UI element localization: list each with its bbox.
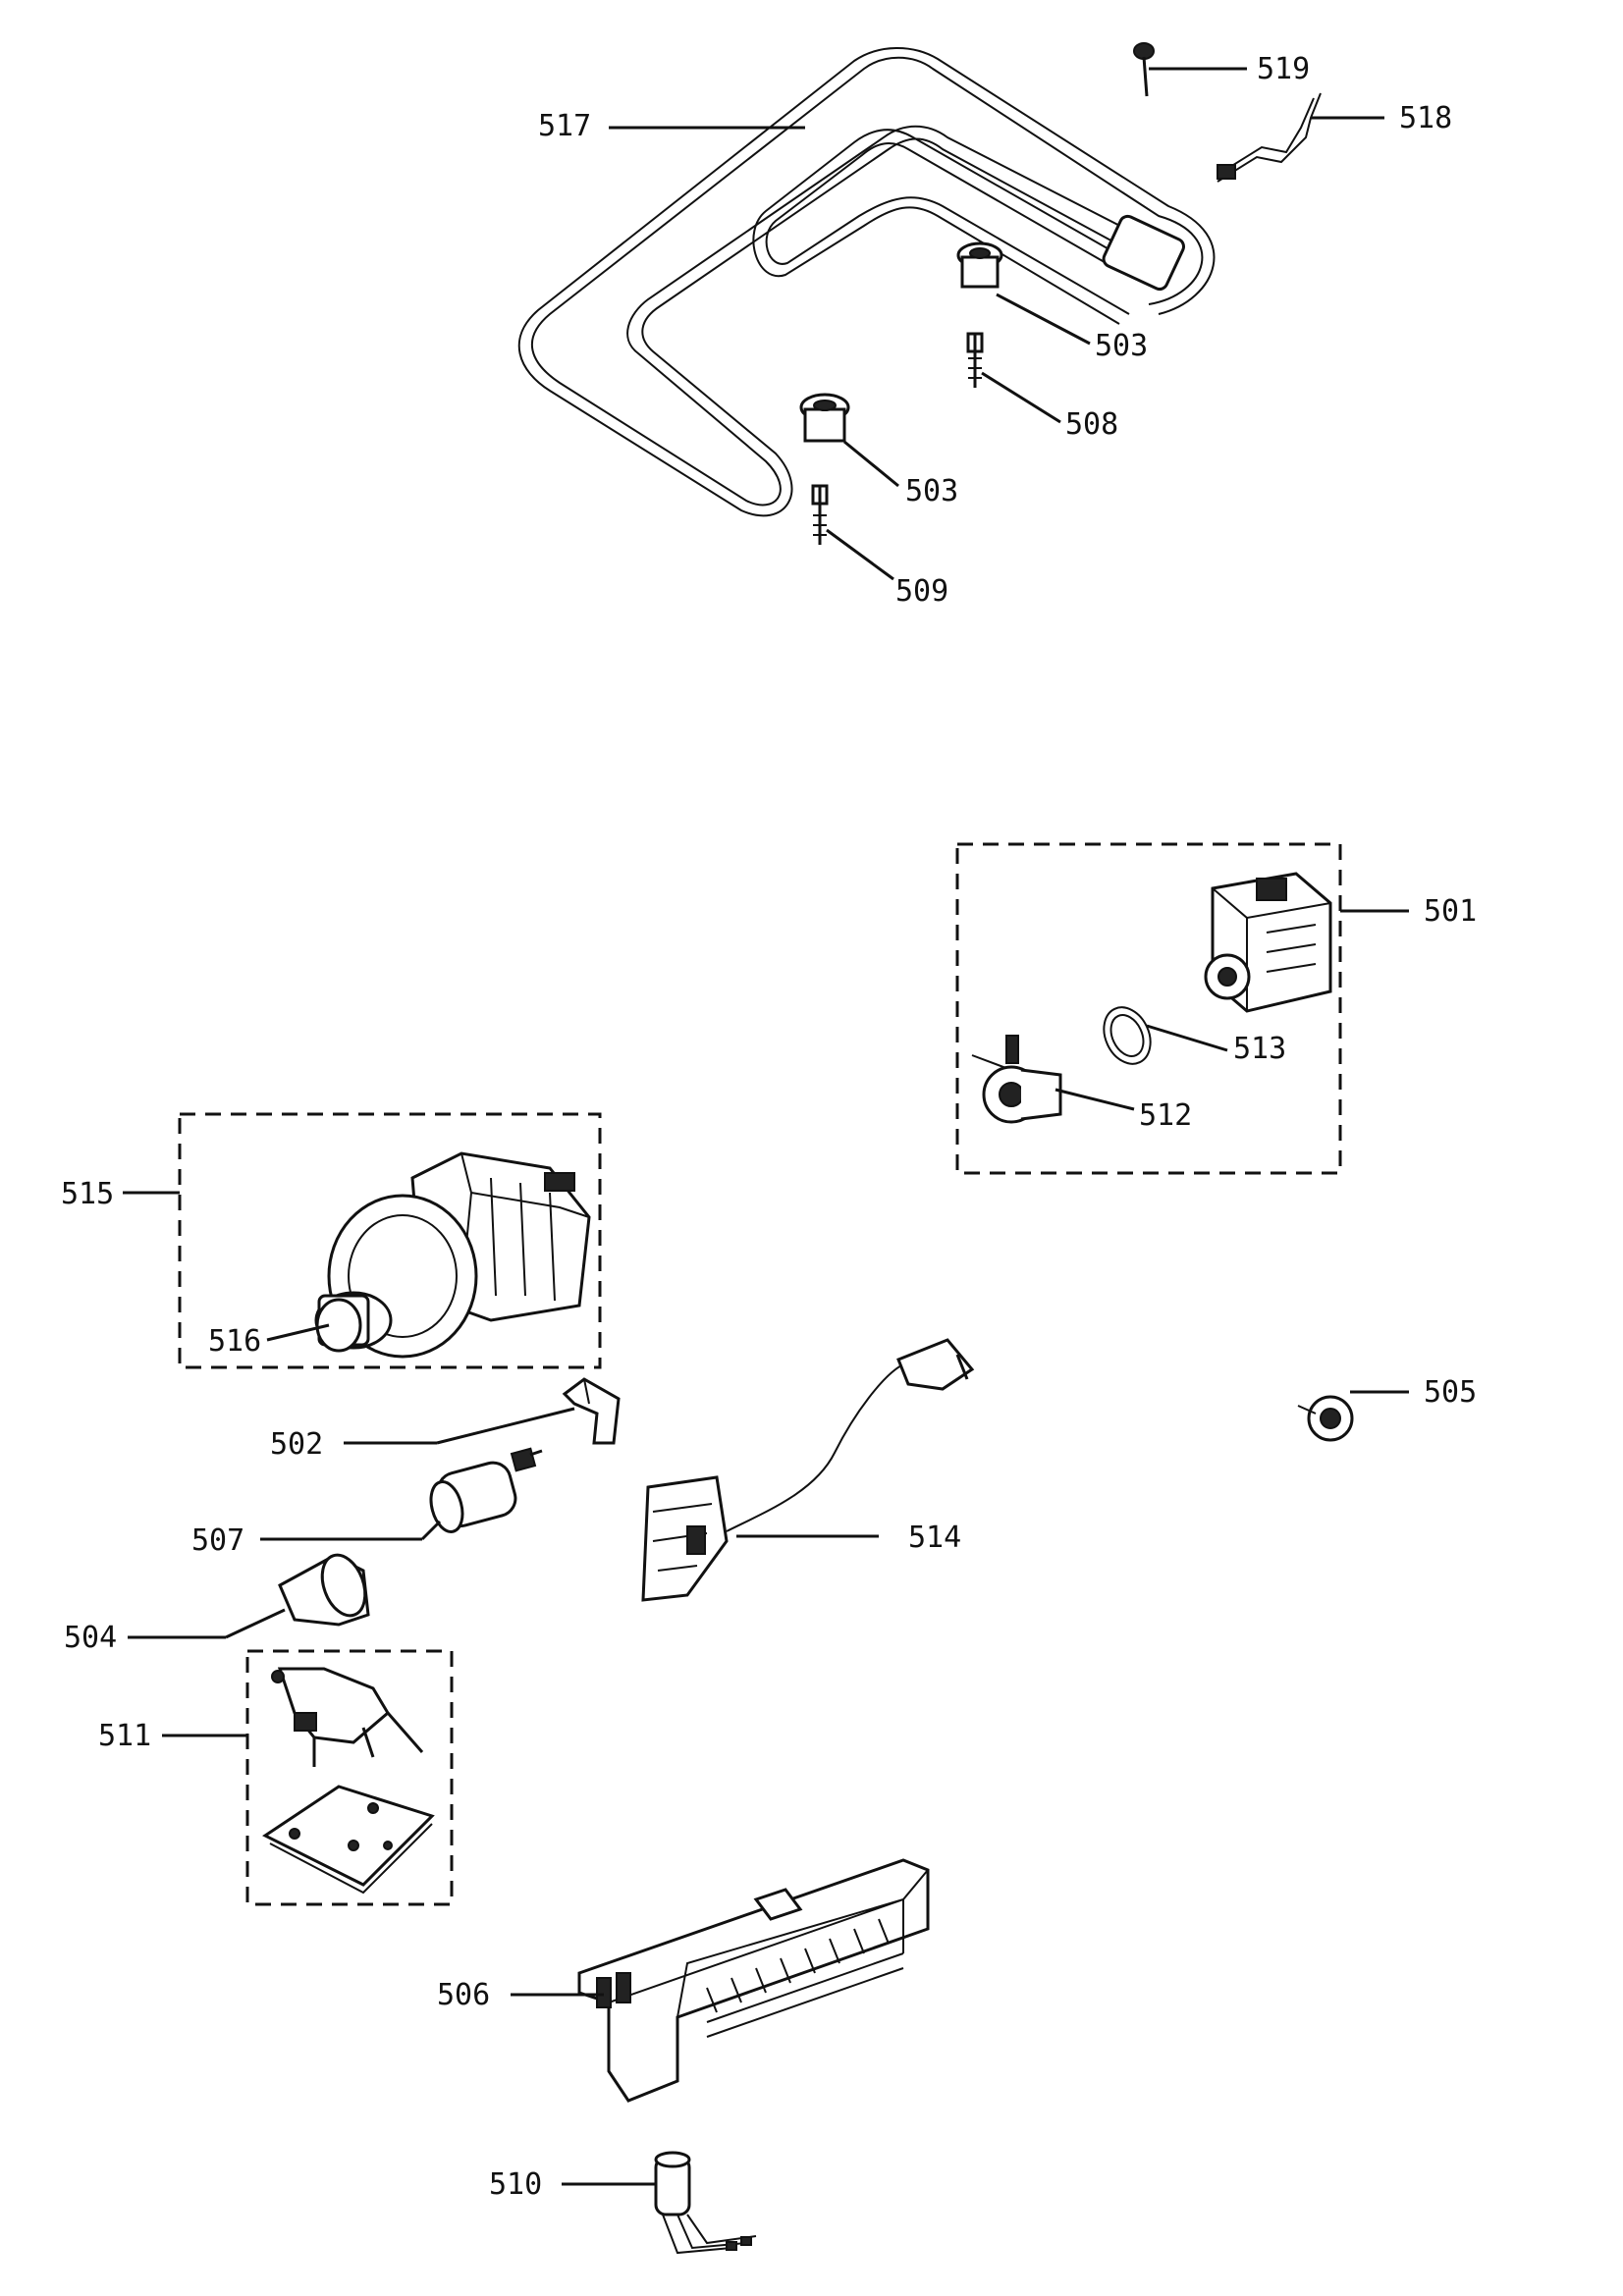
thermostat-505 bbox=[1297, 1395, 1354, 1442]
screw-519 bbox=[1133, 42, 1155, 97]
callout-516: 516 bbox=[208, 1324, 261, 1359]
leader-503-upper bbox=[996, 293, 1091, 346]
callout-514: 514 bbox=[908, 1521, 961, 1555]
motor-507 bbox=[429, 1447, 543, 1533]
callout-503-lower: 503 bbox=[905, 474, 958, 508]
stud-509 bbox=[811, 484, 829, 545]
capacitor-510 bbox=[654, 2151, 757, 2255]
callout-504: 504 bbox=[64, 1621, 117, 1655]
leader-503-lower bbox=[843, 440, 899, 488]
callout-501: 501 bbox=[1424, 894, 1477, 929]
plate-511 bbox=[262, 1785, 435, 1895]
o-ring-513 bbox=[1103, 1006, 1152, 1065]
leader-509 bbox=[826, 528, 894, 581]
leader-512 bbox=[1055, 1088, 1135, 1111]
leader-513 bbox=[1146, 1024, 1228, 1052]
callout-512: 512 bbox=[1139, 1098, 1192, 1133]
callout-517: 517 bbox=[538, 109, 591, 143]
pressure-switch-501 bbox=[1204, 872, 1332, 1013]
circulation-pump-516 bbox=[314, 1151, 591, 1359]
door-switch-511 bbox=[271, 1667, 424, 1767]
callout-519: 519 bbox=[1257, 52, 1310, 86]
bracket-518 bbox=[1217, 92, 1322, 183]
sensor-512 bbox=[971, 1035, 1062, 1124]
callout-509: 509 bbox=[895, 574, 948, 609]
leader-502-b bbox=[436, 1407, 575, 1445]
stud-508 bbox=[966, 332, 984, 388]
callout-518: 518 bbox=[1399, 101, 1452, 135]
callout-508: 508 bbox=[1065, 407, 1118, 442]
callout-506: 506 bbox=[437, 1978, 490, 2012]
grommet-503-upper bbox=[956, 241, 1003, 289]
callout-502: 502 bbox=[270, 1427, 323, 1462]
leader-504-b bbox=[225, 1608, 286, 1639]
callout-507: 507 bbox=[191, 1523, 244, 1558]
callout-513: 513 bbox=[1233, 1032, 1286, 1066]
callout-503-upper: 503 bbox=[1095, 329, 1148, 363]
grommet-503-lower bbox=[799, 393, 850, 443]
callout-515: 515 bbox=[61, 1177, 114, 1211]
group-box-501 bbox=[955, 842, 1342, 1175]
callout-511: 511 bbox=[98, 1719, 151, 1753]
callout-505: 505 bbox=[1424, 1375, 1477, 1410]
leader-516 bbox=[266, 1323, 330, 1342]
group-box-515 bbox=[178, 1112, 602, 1369]
leader-508 bbox=[981, 371, 1061, 424]
control-module-506 bbox=[577, 1858, 930, 2103]
mains-cable-514 bbox=[641, 1338, 975, 1602]
callout-510: 510 bbox=[489, 2167, 542, 2202]
knob-504 bbox=[278, 1553, 370, 1627]
clip-502 bbox=[562, 1377, 621, 1445]
group-box-511 bbox=[245, 1649, 454, 1906]
heating-element-517 bbox=[517, 47, 1216, 517]
leader-507-b bbox=[420, 1520, 442, 1541]
